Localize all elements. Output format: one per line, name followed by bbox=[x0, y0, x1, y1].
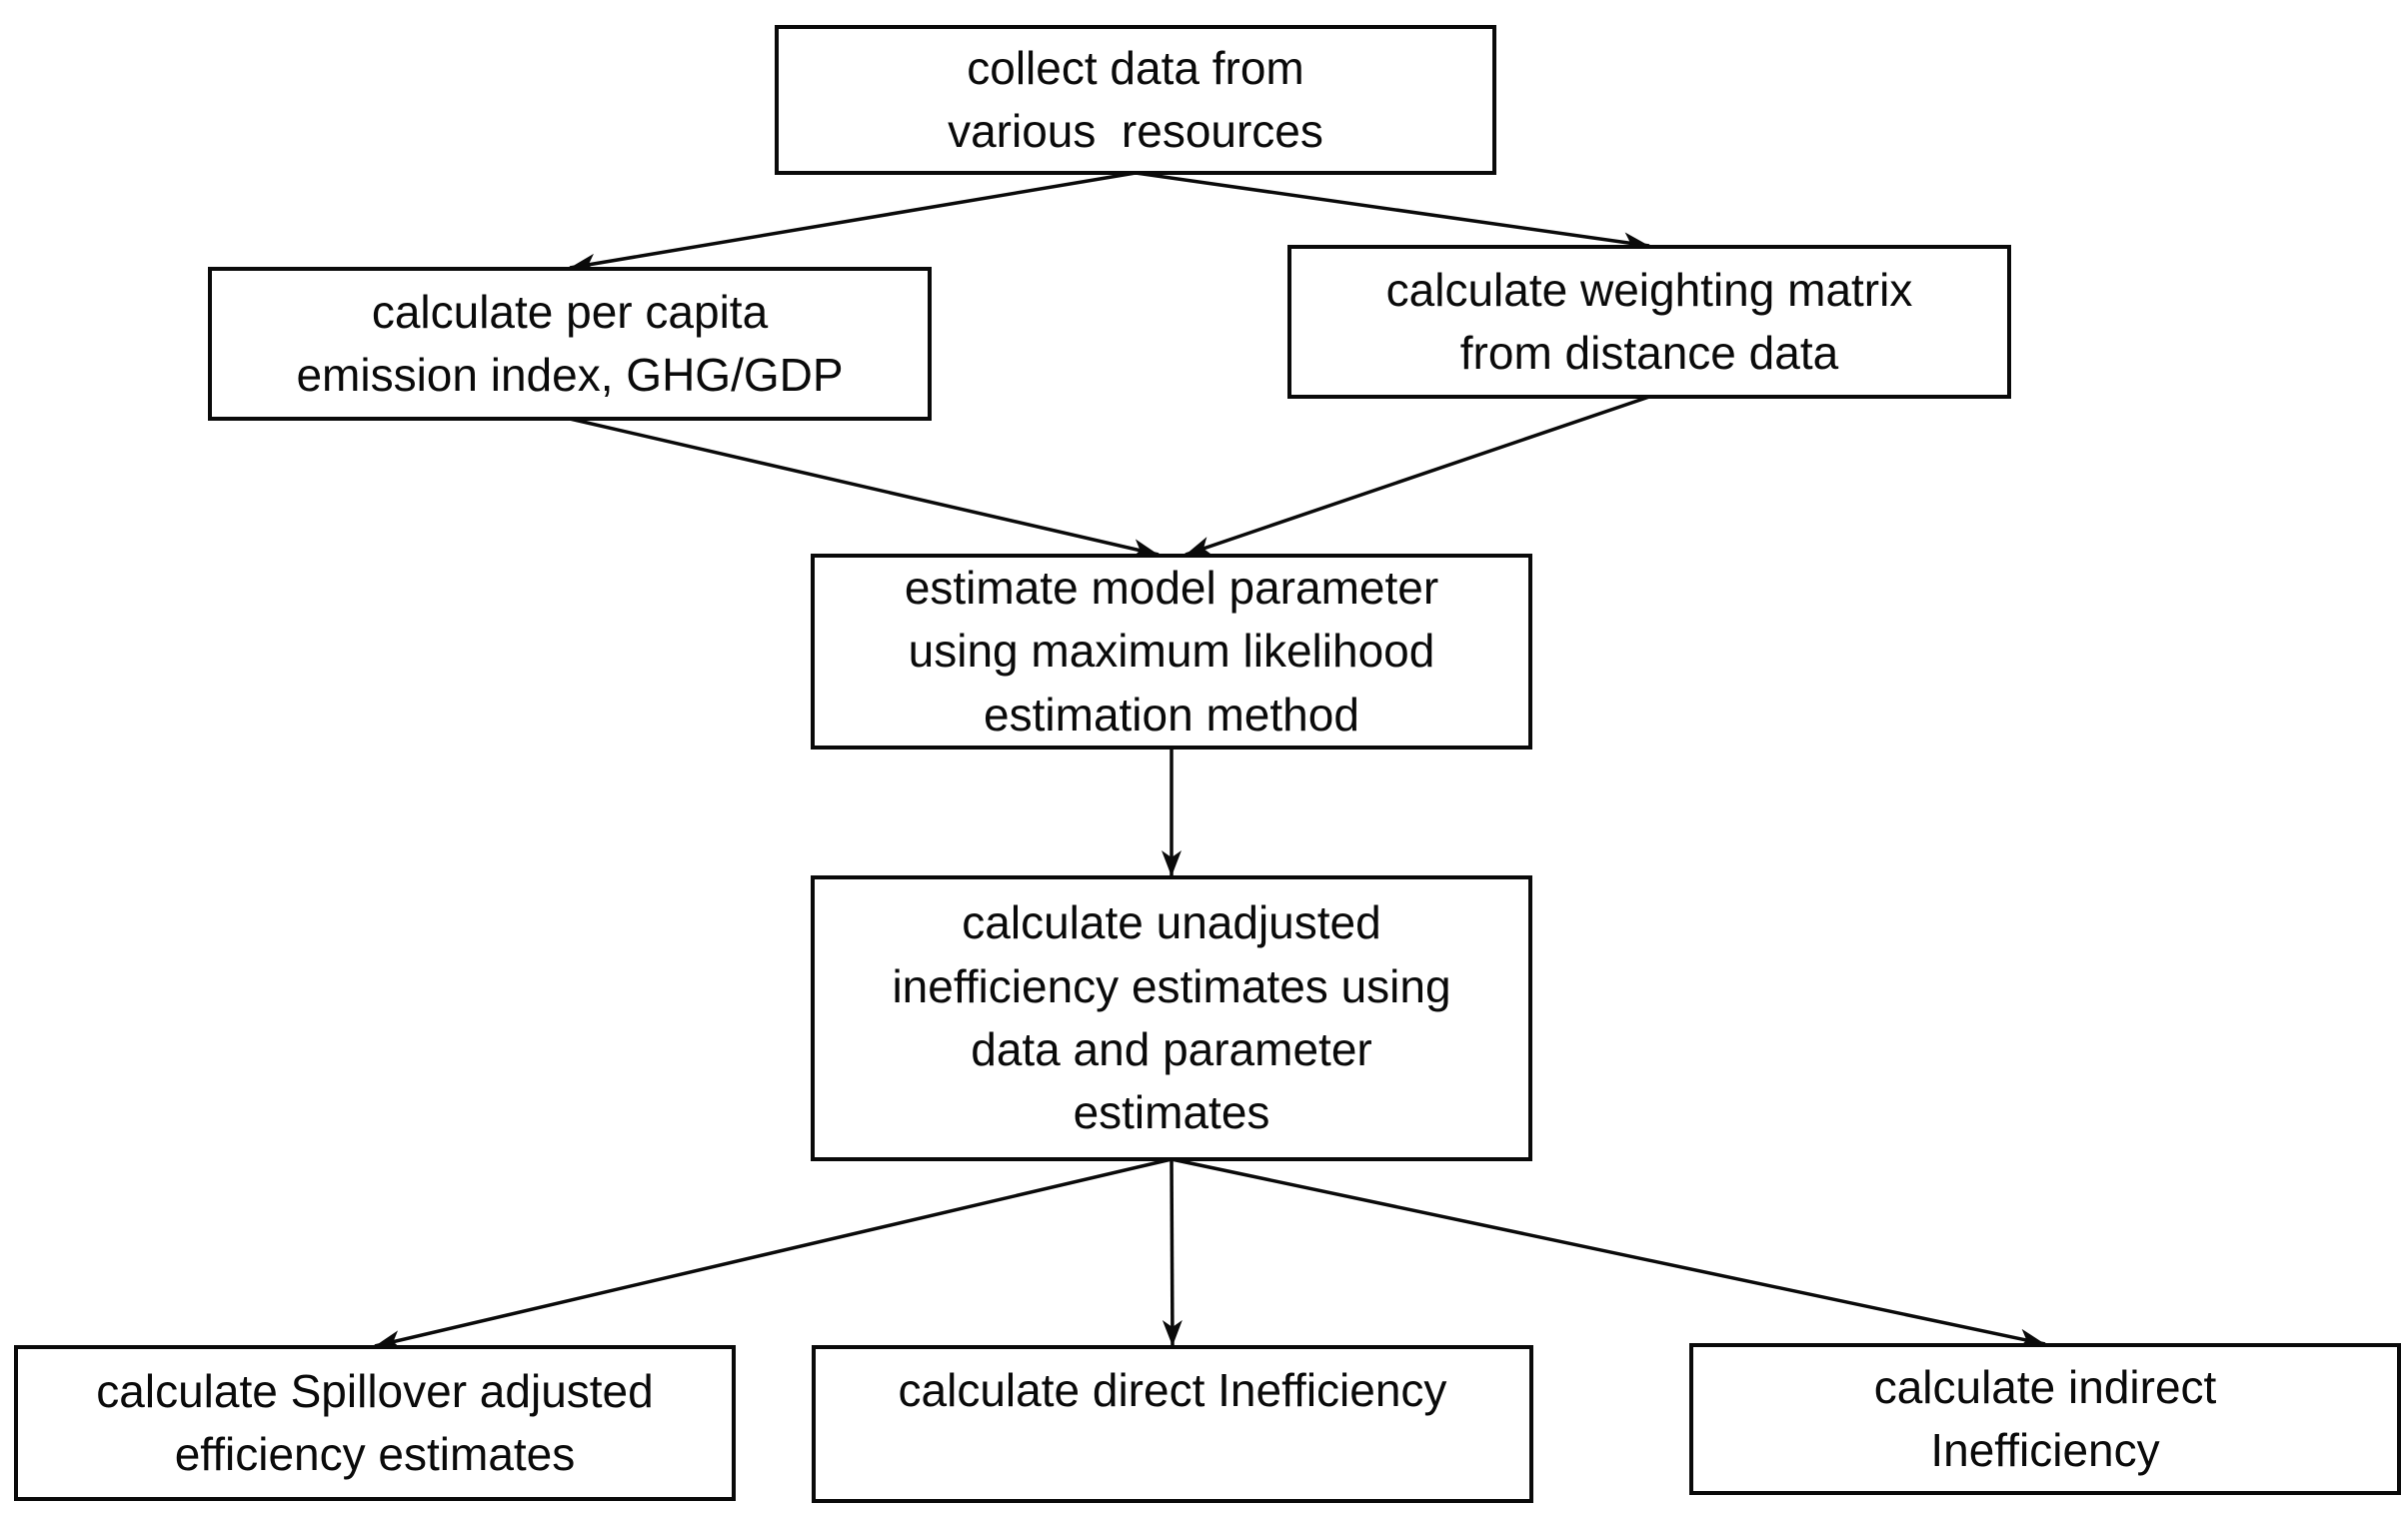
flow-node-direct-inefficiency: calculate direct Inefficiency bbox=[812, 1345, 1533, 1503]
arrow-unadjusted-inefficiency-to-spillover-adjusted bbox=[374, 1157, 1173, 1350]
flow-node-spillover-adjusted: calculate Spillover adjusted efficiency … bbox=[14, 1345, 736, 1501]
arrow-per-capita-emission-to-estimate-parameters bbox=[569, 417, 1160, 559]
arrow-unadjusted-inefficiency-to-direct-inefficiency bbox=[1162, 1158, 1183, 1347]
flow-node-per-capita-emission: calculate per capita emission index, GHG… bbox=[208, 267, 932, 421]
flow-node-indirect-inefficiency: calculate indirect Inefficiency bbox=[1689, 1343, 2401, 1495]
flow-node-collect-data: collect data from various resources bbox=[775, 25, 1496, 175]
flow-node-weighting-matrix: calculate weighting matrix from distance… bbox=[1287, 245, 2011, 399]
flow-node-estimate-parameters: estimate model parameter using maximum l… bbox=[811, 554, 1532, 750]
arrow-unadjusted-inefficiency-to-indirect-inefficiency bbox=[1171, 1157, 2046, 1349]
arrow-collect-data-to-per-capita-emission bbox=[569, 171, 1137, 274]
flow-node-unadjusted-inefficiency: calculate unadjusted inefficiency estima… bbox=[811, 875, 1532, 1161]
arrow-weighting-matrix-to-estimate-parameters bbox=[1185, 395, 1650, 557]
arrow-collect-data-to-weighting-matrix bbox=[1135, 171, 1650, 253]
